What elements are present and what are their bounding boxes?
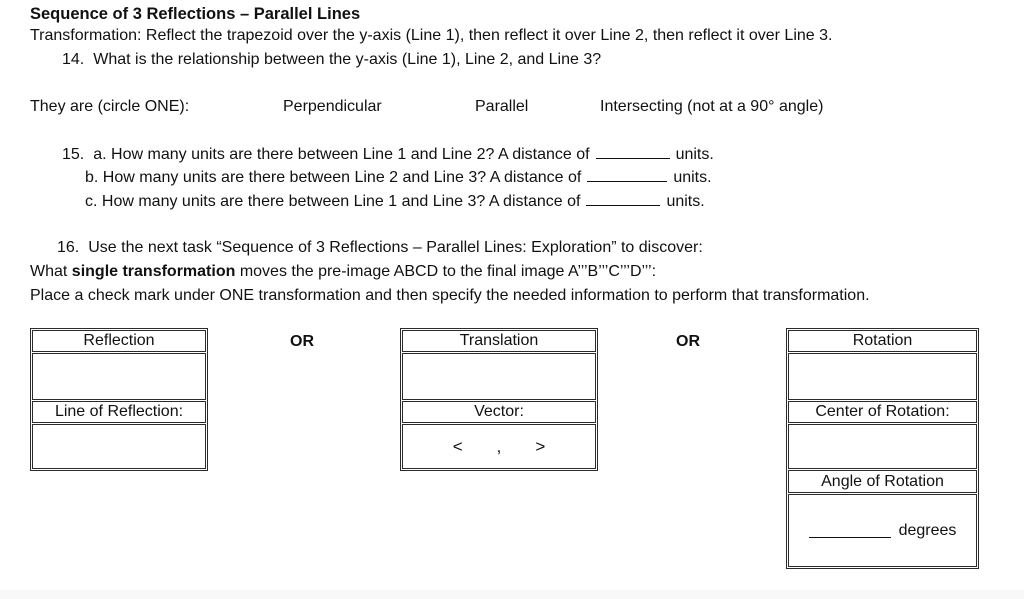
rotation-table: Rotation Center of Rotation: Angle of Ro… <box>786 328 979 569</box>
question-15c-text: c. How many units are there between Line… <box>85 193 581 210</box>
question-16-number: 16. <box>57 239 80 256</box>
q16-line2-prefix: What <box>30 263 72 280</box>
translation-checkmark-cell[interactable] <box>402 353 596 400</box>
vector-open-bracket: < <box>452 436 463 456</box>
transformation-instruction: Transformation: Reflect the trapezoid ov… <box>30 27 833 44</box>
distance-blank-b[interactable] <box>587 168 668 182</box>
option-perpendicular[interactable]: Perpendicular <box>283 98 382 115</box>
question-14-text: What is the relationship between the y-a… <box>93 51 602 68</box>
question-15b-units: units. <box>673 169 712 186</box>
q16-line2-bold: single transformation <box>71 263 236 280</box>
question-15b-text: b. How many units are there between Line… <box>85 169 582 186</box>
or-label-1: OR <box>290 333 314 350</box>
degrees-word: degrees <box>898 521 957 539</box>
vector-close-bracket: > <box>535 436 546 456</box>
question-16-line3: Place a check mark under ONE transformat… <box>30 287 870 304</box>
translation-header: Translation <box>402 330 596 352</box>
angle-of-rotation-label: Angle of Rotation <box>788 470 977 493</box>
rotation-header: Rotation <box>788 330 977 352</box>
center-of-rotation-answer-cell[interactable] <box>788 424 977 469</box>
question-15c: c. How many units are there between Line… <box>85 192 705 211</box>
line-of-reflection-answer-cell[interactable] <box>32 424 206 469</box>
page-bottom-edge <box>0 590 1024 599</box>
option-intersecting[interactable]: Intersecting (not at a 90° angle) <box>600 98 824 115</box>
question-16: 16. Use the next task “Sequence of 3 Refl… <box>57 238 703 257</box>
question-15a-text: a. How many units are there between Line… <box>93 146 590 163</box>
question-16-line2: What single transformation moves the pre… <box>30 262 656 281</box>
line-of-reflection-label: Line of Reflection: <box>32 401 206 423</box>
circle-one-prompt: They are (circle ONE): <box>30 98 190 115</box>
question-15c-units: units. <box>666 193 705 210</box>
rotation-checkmark-cell[interactable] <box>788 353 977 400</box>
reflection-table: Reflection Line of Reflection: <box>30 328 208 471</box>
vector-answer-cell[interactable]: < , > <box>402 424 596 469</box>
reflection-header: Reflection <box>32 330 206 352</box>
distance-blank-a[interactable] <box>595 145 670 159</box>
vector-comma: , <box>496 436 502 456</box>
question-16-text: Use the next task “Sequence of 3 Reflect… <box>88 239 703 256</box>
question-15b: b. How many units are there between Line… <box>85 168 712 187</box>
question-15a-units: units. <box>675 146 714 163</box>
distance-blank-c[interactable] <box>586 192 661 206</box>
question-14-number: 14. <box>62 51 85 68</box>
angle-degrees-answer-cell[interactable]: degrees <box>788 494 977 567</box>
center-of-rotation-label: Center of Rotation: <box>788 401 977 423</box>
question-14: 14. What is the relationship between the … <box>62 50 601 69</box>
degrees-blank[interactable] <box>808 524 891 538</box>
reflection-checkmark-cell[interactable] <box>32 353 206 400</box>
or-label-2: OR <box>676 333 700 350</box>
translation-table: Translation Vector: < , > <box>400 328 598 471</box>
q16-line2-suffix: moves the pre-image ABCD to the final im… <box>235 263 657 280</box>
vector-label: Vector: <box>402 401 596 423</box>
question-15a: 15. a. How many units are there between L… <box>62 145 714 164</box>
page-title: Sequence of 3 Reflections – Parallel Lin… <box>30 5 361 23</box>
question-15-number: 15. <box>62 146 85 163</box>
option-parallel[interactable]: Parallel <box>475 98 529 115</box>
